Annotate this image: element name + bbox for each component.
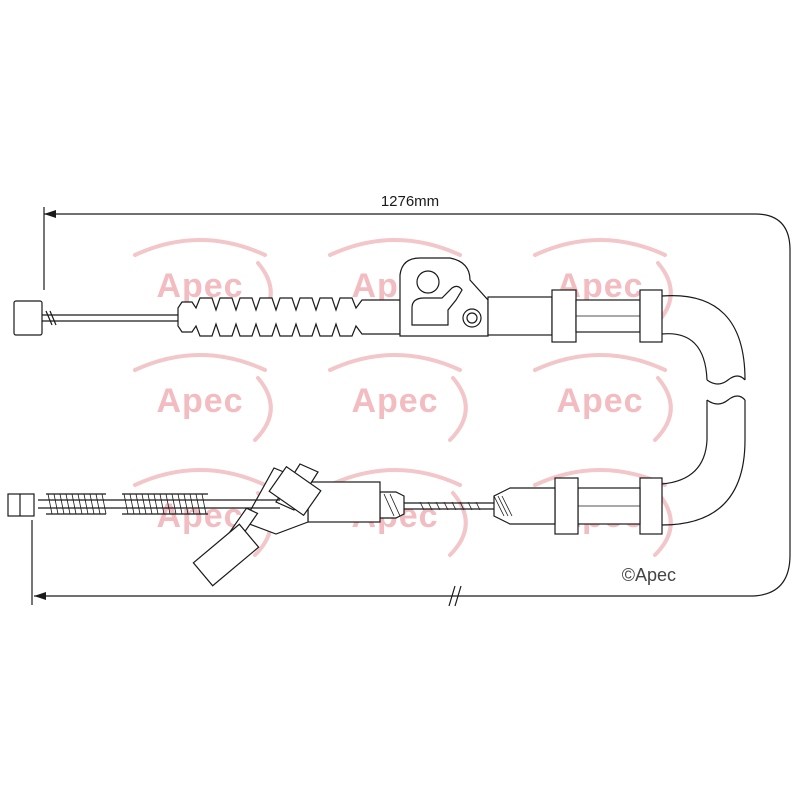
lower-cable-assembly	[7, 463, 663, 587]
watermark-7: Apec	[133, 468, 273, 557]
lower-main-conduit	[307, 481, 381, 523]
upper-cable-assembly	[13, 257, 663, 343]
dimension-arrow-bottom	[34, 592, 46, 600]
watermark-6: Apec	[533, 353, 673, 442]
watermark-4: Apec	[133, 353, 273, 442]
watermark-text: Apec	[351, 382, 438, 420]
upper-end-nipple	[13, 300, 43, 336]
watermark-text: Apec	[556, 382, 643, 420]
lower-grommet-left	[554, 477, 579, 535]
watermark-grid: Apec Apec Apec Apec Apec Apec	[133, 238, 673, 557]
copyright-label: ©Apec	[622, 565, 676, 585]
upper-grommet-right	[639, 289, 663, 343]
bracket-hole	[416, 270, 440, 294]
lower-elbow-fitting	[192, 463, 322, 587]
dimension-arrow-top	[44, 210, 56, 218]
watermark-5: Apec	[328, 353, 468, 442]
lower-ferrule	[493, 487, 556, 525]
dimension-label: 1276mm	[381, 193, 439, 210]
lower-end-nipple	[7, 493, 35, 517]
dimension-line: 1276mm	[31, 193, 791, 607]
upper-conduit-sleeve	[487, 296, 553, 336]
u-bend-conduit	[661, 295, 746, 526]
upper-bellows-boot	[177, 297, 401, 337]
lower-grommet-right	[639, 477, 663, 535]
watermark-text: Apec	[156, 497, 243, 535]
lower-return-spring	[46, 493, 208, 515]
lower-cable-end	[379, 491, 405, 519]
upper-grommet-left	[551, 289, 577, 343]
watermark-text: Apec	[156, 382, 243, 420]
